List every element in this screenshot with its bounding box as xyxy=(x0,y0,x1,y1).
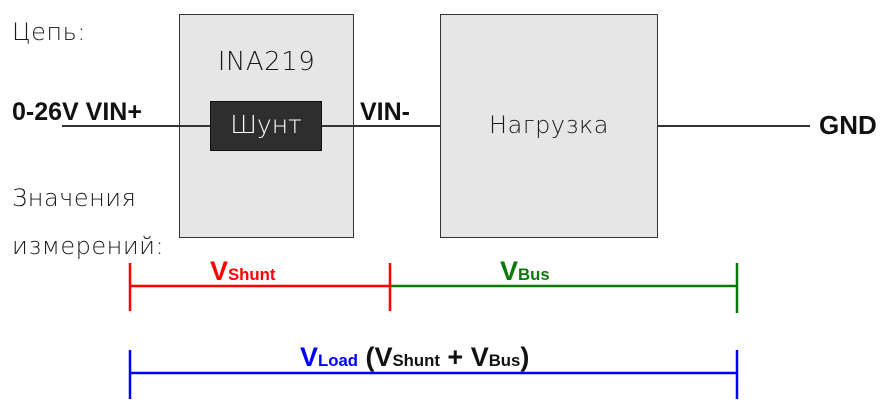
input-wire xyxy=(62,125,210,127)
vbus-v: V xyxy=(500,256,519,286)
load-block: Нагрузка xyxy=(440,14,658,238)
shunt-label: Шунт xyxy=(230,110,302,139)
formula-close: ) xyxy=(520,342,530,372)
vshunt-label: VShunt xyxy=(210,256,275,287)
vbus-bracket xyxy=(391,263,739,313)
vload-sub: Load xyxy=(318,351,358,370)
circuit-label: Цепь: xyxy=(12,18,86,46)
gnd-wire xyxy=(657,125,810,127)
vin-minus-label: VIN- xyxy=(360,98,410,126)
load-label: Нагрузка xyxy=(489,111,609,139)
vload-bracket xyxy=(128,350,739,399)
ina219-label: INA219 xyxy=(217,47,316,77)
chip-in-wire xyxy=(179,125,210,127)
chip-out-wire xyxy=(322,125,354,127)
vbus-label: VBus xyxy=(500,256,550,287)
formula-v2: V xyxy=(470,342,489,372)
vshunt-sub: Shunt xyxy=(228,265,276,284)
shunt-block: Шунт xyxy=(210,101,322,151)
vshunt-v: V xyxy=(210,256,229,286)
vload-v: V xyxy=(300,342,319,372)
formula-plus: + xyxy=(439,342,471,372)
formula-bus-sub: Bus xyxy=(488,351,521,370)
input-voltage-label: 0-26V VIN+ xyxy=(12,98,142,126)
measurements-label-line1: Значения xyxy=(12,184,137,212)
vshunt-bracket xyxy=(128,263,392,311)
middle-wire xyxy=(322,125,440,127)
formula-shunt-sub: Shunt xyxy=(392,351,440,370)
gnd-label: GND xyxy=(819,110,877,140)
formula-open: (V xyxy=(365,342,393,372)
vload-label: VLoad (VShunt + VBus) xyxy=(300,342,529,373)
measurements-label-line2: измерений: xyxy=(12,232,165,260)
vbus-sub: Bus xyxy=(518,265,550,284)
